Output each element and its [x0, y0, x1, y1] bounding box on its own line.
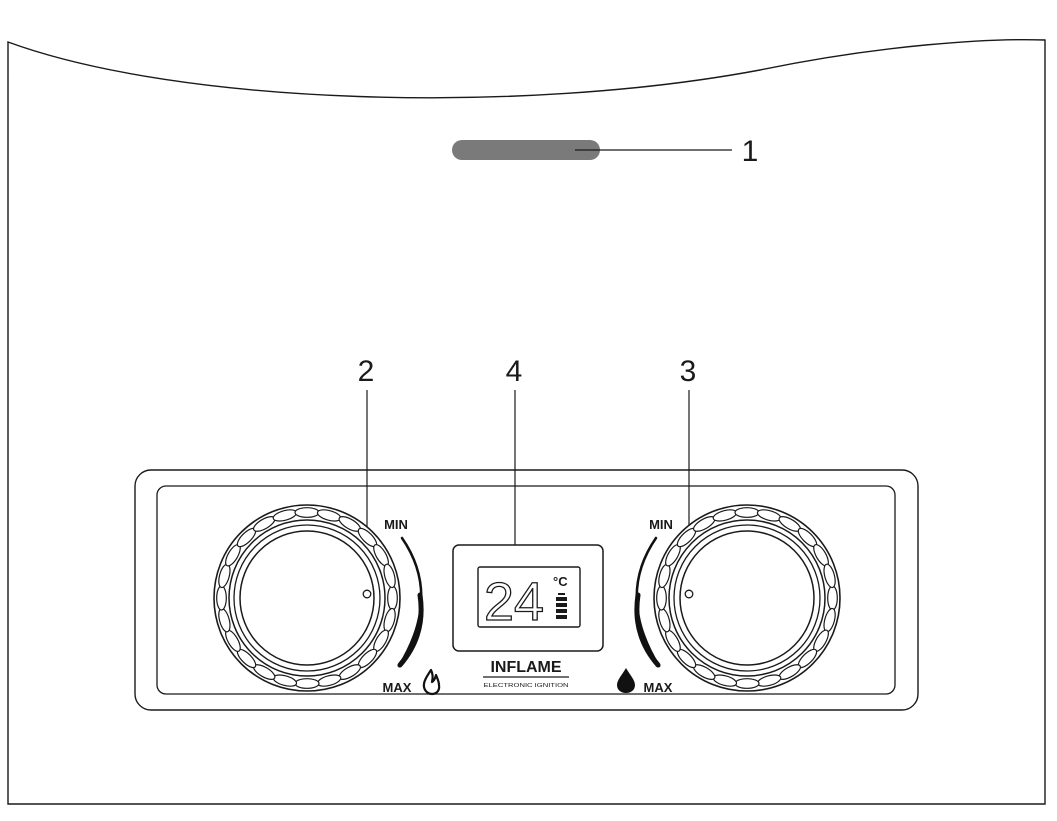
water-temperature-knob[interactable] [653, 504, 841, 692]
grip-notch [383, 563, 396, 589]
gas-min-label: MIN [384, 517, 408, 532]
callout-number-4: 4 [506, 355, 523, 388]
knob-inner-ring-2 [233, 524, 381, 672]
knob-pointer-dot [362, 589, 372, 599]
grip-notch [294, 678, 320, 689]
gas-scale-arc-thick [397, 592, 424, 668]
callout-number-3: 3 [680, 355, 697, 388]
knob-inner-ring-2 [673, 524, 821, 672]
grip-notch [294, 507, 320, 518]
indicator-window [452, 140, 600, 160]
water-min-label: MIN [649, 517, 673, 532]
knob-grip-ring [656, 507, 838, 689]
brand-name: INFLAME [490, 659, 561, 676]
brand-tagline: ELECTRONIC IGNITION [484, 683, 569, 689]
grip-notch [216, 585, 227, 611]
grip-notch [734, 678, 760, 689]
flame-icon [422, 668, 441, 696]
temperature-readout: 24 [484, 572, 544, 632]
knob-pointer-dot [684, 589, 694, 599]
control-panel-outer [134, 469, 919, 711]
grip-notch [387, 585, 398, 611]
water-scale-arc-thick [634, 592, 661, 668]
heater-body-outline [7, 38, 1046, 805]
knob-face [239, 530, 375, 666]
gas-max-label: MAX [383, 680, 412, 695]
battery-icon [556, 593, 567, 619]
gas-power-knob[interactable] [213, 504, 401, 692]
grip-notch [656, 585, 667, 611]
lcd-screen [477, 566, 581, 628]
knob-face [679, 530, 815, 666]
water-drop-icon [617, 668, 635, 693]
grip-notch [823, 563, 836, 589]
grip-notch [827, 585, 838, 611]
control-panel-inner [156, 485, 896, 695]
grip-notch [734, 507, 760, 518]
knob-grip-ring [216, 507, 398, 689]
temperature-unit: °C [553, 574, 568, 589]
callout-number-2: 2 [358, 355, 375, 388]
water-max-label: MAX [644, 680, 673, 695]
callout-number-1: 1 [742, 135, 759, 168]
